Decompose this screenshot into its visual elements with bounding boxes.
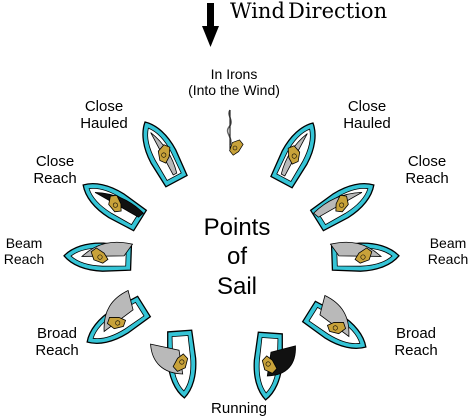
label-line: Reach: [33, 169, 77, 187]
boat-close-reach-left: [75, 172, 149, 234]
label-line: Close: [35, 153, 75, 170]
label-in-irons: In Irons (Into the Wind): [171, 66, 297, 99]
boat-in-irons: [226, 109, 244, 156]
label-running: Running: [199, 400, 279, 418]
label-broad-reach-right: Broad Reach: [384, 325, 448, 360]
title-line: Points: [203, 214, 271, 241]
label-beam-reach-left: Beam Reach: [0, 235, 50, 268]
label-line: Reach: [405, 169, 449, 187]
label-line: Reach: [394, 341, 438, 359]
boat-close-reach-right: [308, 172, 382, 234]
label-line: Close: [407, 153, 447, 170]
title-line: Sail: [216, 272, 258, 300]
label-line: Close: [347, 98, 387, 115]
label-line: Broad: [36, 325, 78, 342]
label-line: Reach: [3, 250, 45, 267]
label-broad-reach-left: Broad Reach: [26, 325, 88, 360]
label-beam-reach-right: Beam Reach: [420, 235, 474, 268]
boat-broad-reach-right: [300, 294, 374, 360]
boat-running-left: [150, 329, 199, 400]
label-line: Hauled: [80, 114, 128, 132]
label-close-hauled-right: Close Hauled: [333, 98, 401, 133]
title-line: of: [226, 243, 247, 271]
boat-broad-reach-left: [79, 289, 153, 355]
label-line: Beam: [5, 235, 43, 251]
boat-beam-reach-left: [62, 241, 134, 273]
label-line: (Into the Wind): [188, 81, 280, 98]
boat-running-right: [251, 331, 296, 402]
label-line: Running: [211, 400, 267, 417]
boat-close-hauled-left: [132, 114, 190, 189]
label-close-hauled-left: Close Hauled: [72, 98, 136, 133]
label-close-reach-left: Close Reach: [26, 153, 84, 188]
label-line: Beam: [429, 235, 467, 251]
label-line: In Irons: [210, 66, 258, 82]
label-line: Close: [84, 98, 124, 115]
wind-title-word1: Wind: [230, 0, 285, 23]
wind-title-word2: Direction: [288, 0, 388, 23]
boat-close-hauled-right: [268, 115, 326, 190]
label-close-reach-right: Close Reach: [396, 153, 458, 188]
label-line: Reach: [427, 250, 469, 267]
label-line: Broad: [395, 325, 437, 342]
label-line: Reach: [35, 341, 79, 359]
label-line: Hauled: [343, 114, 391, 132]
diagram-title: Points of Sail: [180, 213, 294, 301]
wind-arrow: [202, 3, 219, 47]
boat-beam-reach-right: [329, 241, 401, 273]
